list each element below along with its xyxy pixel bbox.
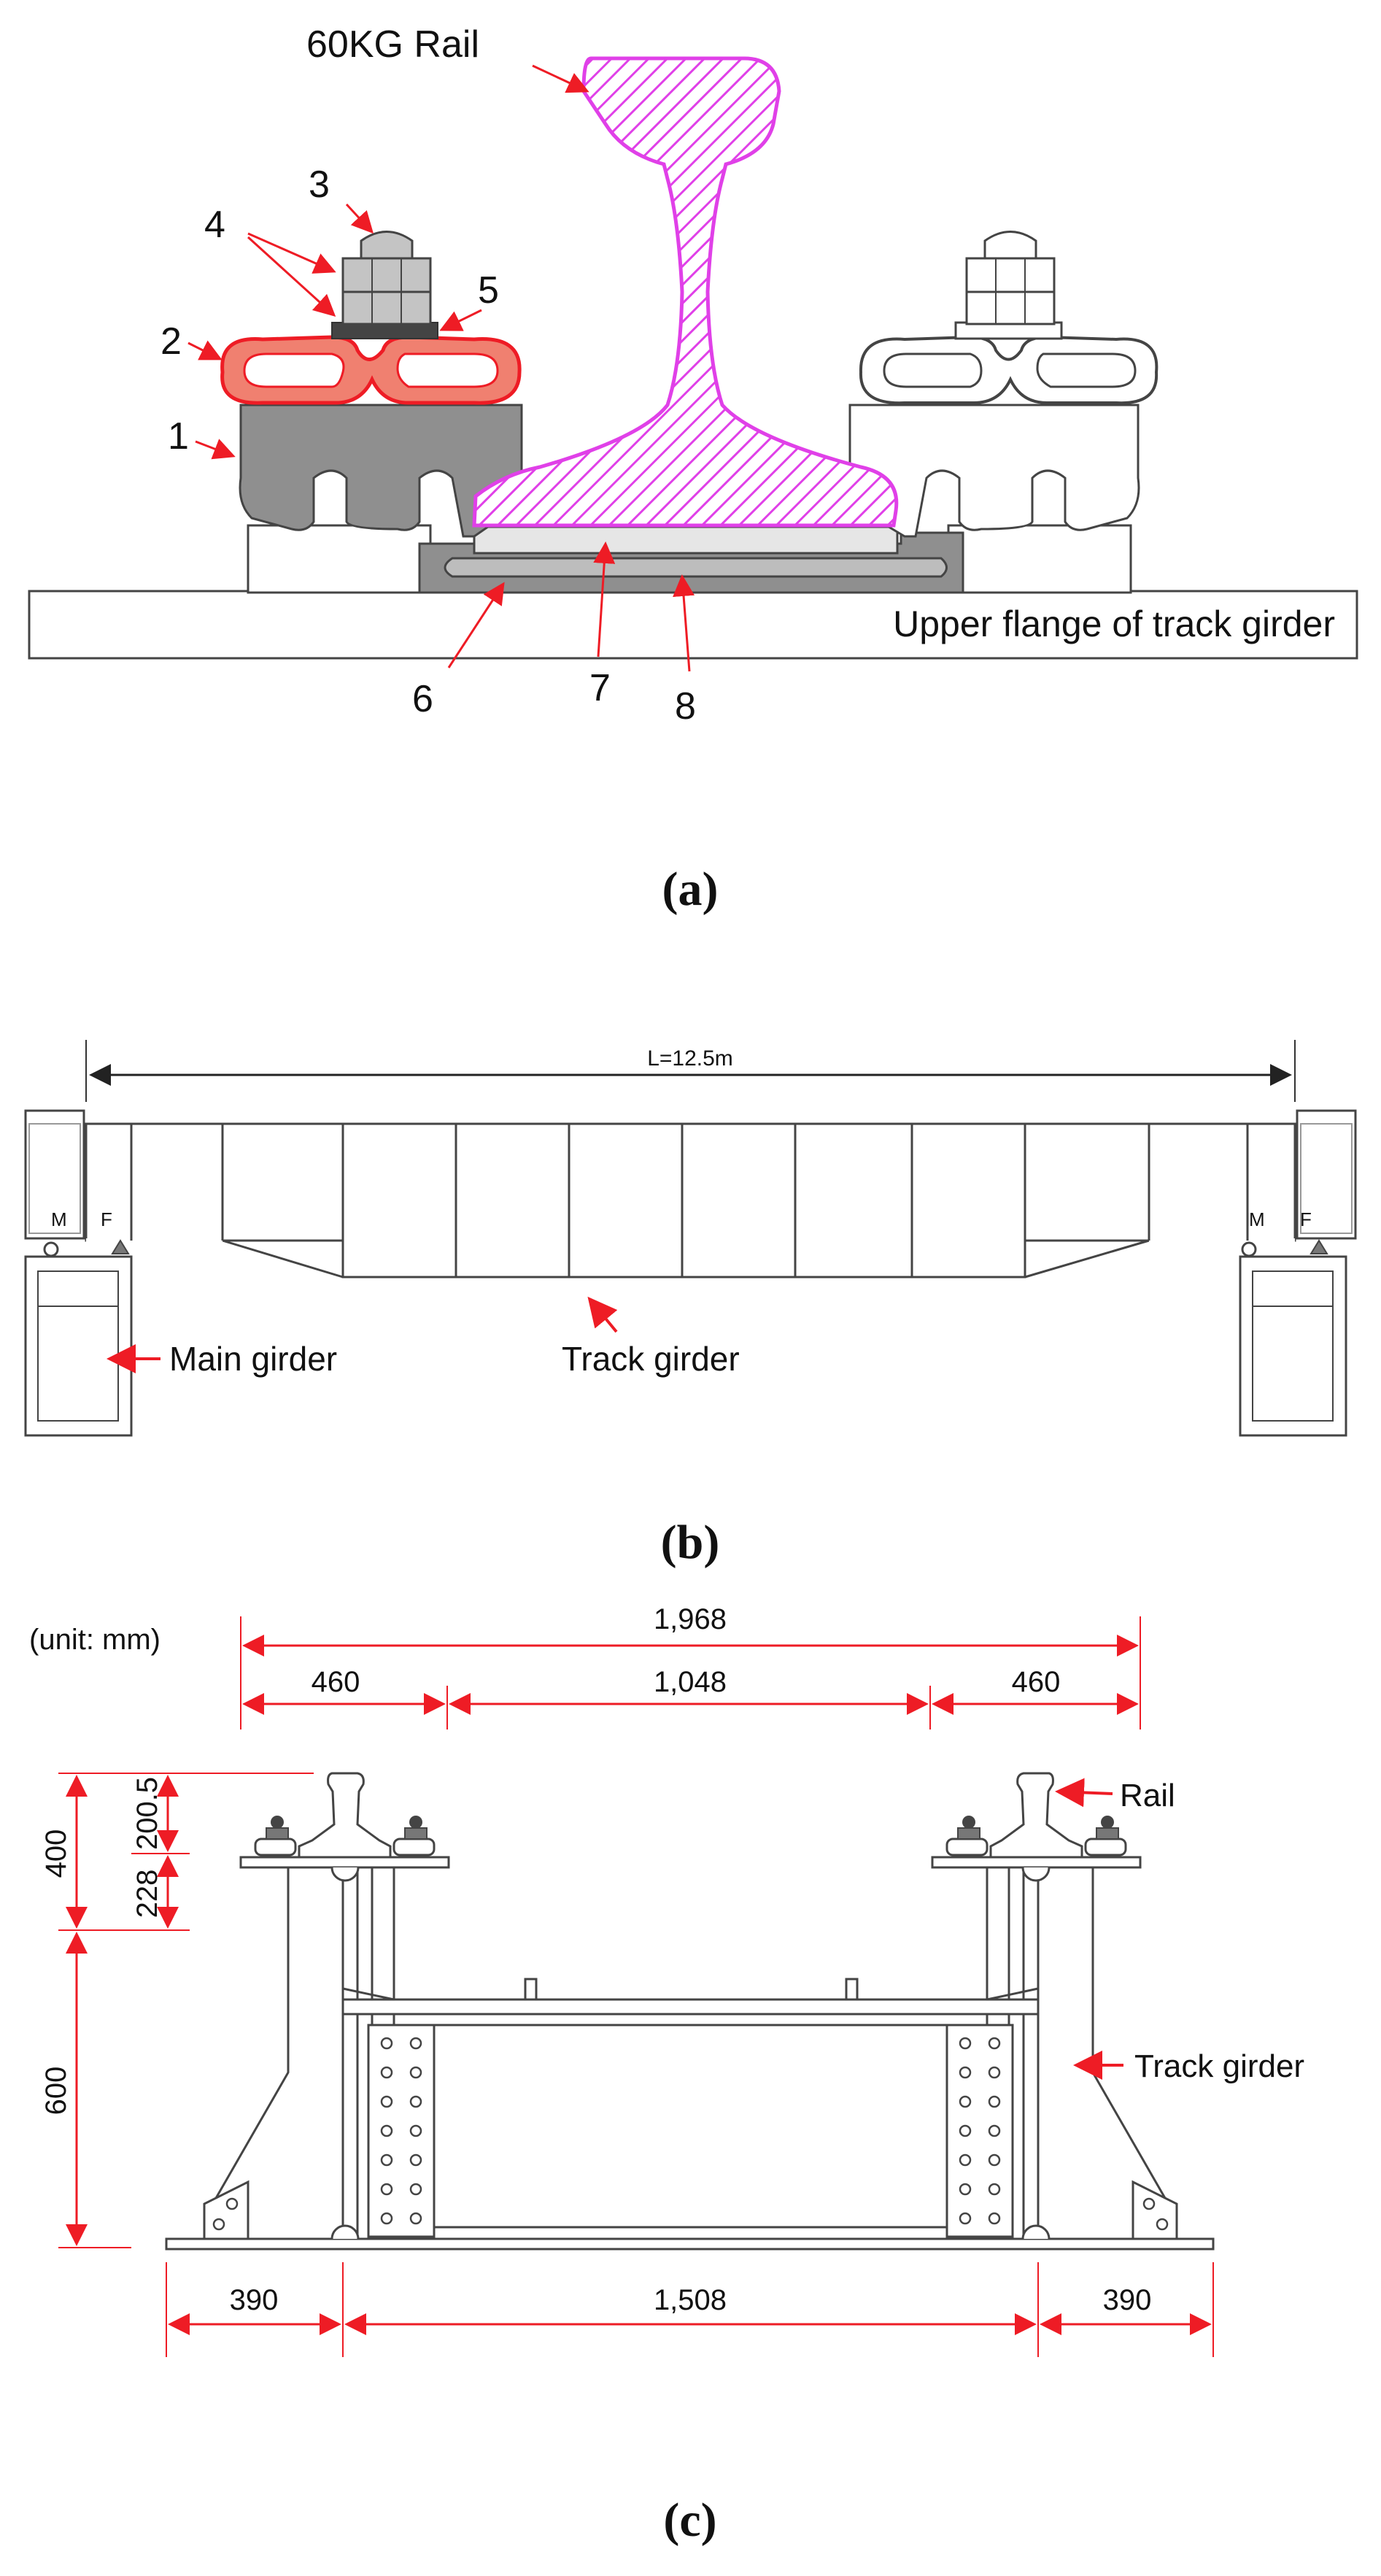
part-1-leader	[195, 439, 236, 460]
left-roller-bearing	[43, 1241, 59, 1257]
right-splice-plate	[945, 2024, 1014, 2238]
left-splice-plate	[367, 2024, 436, 2238]
part-7-leader	[593, 541, 616, 658]
dim-right-top: 460	[1012, 1666, 1061, 1698]
cross-section	[165, 1856, 1215, 2251]
caption-b: (b)	[661, 1516, 720, 1569]
left-spring-clip	[220, 335, 522, 405]
part-7: 7	[589, 667, 611, 709]
dim-height-rail: 200.5	[131, 1777, 163, 1850]
panel-b: L=12.5m M F	[24, 1040, 1357, 1569]
track-girder-label-b: Track girder	[562, 1340, 740, 1378]
dim-height-total: 400	[40, 1829, 72, 1878]
part-6-leader	[447, 582, 505, 668]
left-top-plate	[239, 1856, 450, 1869]
stiffeners	[130, 1124, 1249, 1277]
part-4: 4	[204, 204, 225, 246]
part-6: 6	[412, 678, 433, 720]
right-main-girder	[1239, 1255, 1347, 1437]
right-bolt-assembly	[954, 231, 1063, 340]
unit-label: (unit: mm)	[29, 1624, 160, 1656]
left-web-outer	[203, 1866, 344, 2240]
rail-label-c: Rail	[1120, 1778, 1175, 1813]
part-2: 2	[160, 320, 182, 363]
part-2-leader	[187, 340, 223, 360]
part-1: 1	[168, 415, 189, 458]
left-support: M F	[24, 1109, 133, 1437]
right-moving-support-label: M	[1249, 1208, 1265, 1230]
left-rail-assembly	[254, 1772, 436, 1859]
left-pin-bearing	[111, 1239, 130, 1254]
elastic-pad	[444, 557, 948, 578]
dim-total-top: 1,968	[654, 1603, 727, 1635]
girder-haunch-left	[222, 1239, 344, 1279]
caption-a: (a)	[662, 863, 719, 916]
bottom-dim-ext	[166, 2262, 1214, 2357]
main-girder-label: Main girder	[169, 1340, 337, 1378]
left-moving-support-label: M	[51, 1208, 67, 1230]
right-spring-clip	[859, 335, 1158, 405]
right-fixed-support-label: F	[1300, 1208, 1312, 1230]
part-8-leader	[673, 574, 695, 672]
dim-bottom-mid: 1,508	[654, 2284, 727, 2316]
flange-plate	[28, 590, 1358, 660]
cross-beam-bottom	[392, 2226, 989, 2240]
left-base-pad	[247, 524, 432, 594]
caption-c: (c)	[663, 2494, 716, 2547]
vertical-dims	[58, 1773, 314, 2248]
right-rail-assembly	[945, 1772, 1127, 1859]
rail-leader-c	[1055, 1778, 1113, 1808]
splice-bolts	[380, 2037, 1001, 2225]
part-4-leader-a	[247, 232, 336, 274]
right-roller-bearing	[1241, 1241, 1257, 1257]
left-fixed-support-label: F	[101, 1208, 112, 1230]
dim-left-top: 460	[312, 1666, 360, 1698]
rail-60kg	[472, 56, 899, 528]
part-3: 3	[309, 163, 330, 206]
panel-c: (unit: mm) 1,968 460 1,048 460 400 200.5	[29, 1603, 1304, 2547]
right-base-pad	[947, 524, 1132, 594]
part-5: 5	[478, 269, 499, 312]
panel-a: Upper flange of track girder	[28, 23, 1358, 916]
part-8: 8	[675, 685, 696, 728]
dim-height-girder: 600	[40, 2067, 72, 2116]
cross-beam-top	[341, 1998, 1040, 2016]
track-girder-leader	[587, 1296, 618, 1333]
dim-bottom-right: 390	[1103, 2284, 1152, 2316]
right-clamp-body	[848, 404, 1140, 538]
track-girder-label-c: Track girder	[1134, 2048, 1304, 2084]
left-bolt-assembly	[331, 231, 438, 339]
baseplate	[473, 525, 899, 555]
dim-height-pad: 228	[131, 1870, 163, 1918]
part-3-leader	[345, 203, 374, 234]
girder-haunch-right	[1024, 1239, 1150, 1279]
rail-leader	[532, 64, 589, 93]
dim-bottom-left: 390	[230, 2284, 279, 2316]
part-5-leader	[439, 309, 482, 331]
left-main-girder	[24, 1255, 133, 1437]
right-top-plate	[931, 1856, 1142, 1869]
dim-mid-top: 1,048	[654, 1666, 727, 1698]
right-pin-bearing	[1310, 1239, 1328, 1254]
flange-label: Upper flange of track girder	[893, 603, 1335, 644]
rail-label: 60KG Rail	[306, 23, 479, 66]
left-clamp-body	[239, 404, 523, 538]
span-label: L=12.5m	[647, 1046, 733, 1071]
part-4-leader-b	[247, 236, 336, 317]
right-support: M F	[1239, 1109, 1357, 1437]
